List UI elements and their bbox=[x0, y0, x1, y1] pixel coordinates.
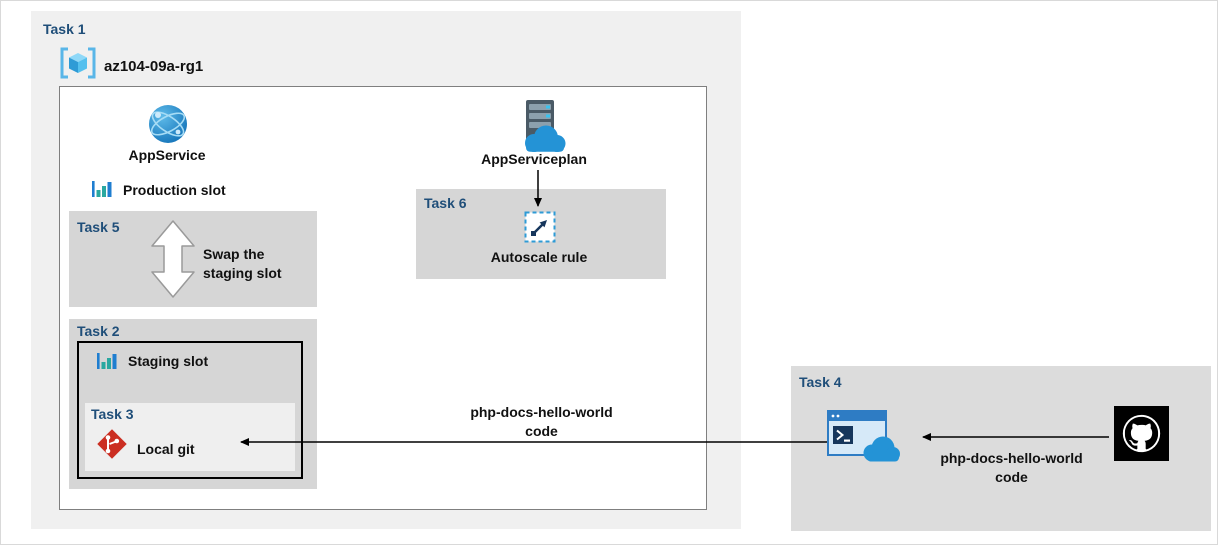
task5-label: Task 5 bbox=[77, 219, 120, 235]
code-flow-left-line2: code bbox=[525, 423, 558, 439]
staging-slot-icon bbox=[94, 349, 118, 373]
staging-slot-label: Staging slot bbox=[128, 353, 209, 369]
cloud-shell-icon bbox=[827, 407, 901, 465]
resource-group-icon bbox=[59, 47, 97, 79]
app-service-plan-icon bbox=[512, 99, 568, 155]
autoscale-rule-label: Autoscale rule bbox=[490, 249, 588, 265]
app-service-label: AppService bbox=[128, 147, 206, 163]
task3-label: Task 3 bbox=[91, 406, 134, 422]
local-git-icon bbox=[97, 429, 127, 459]
task5-text-line2: staging slot bbox=[203, 265, 282, 281]
code-flow-left-line1: php-docs-hello-world bbox=[470, 404, 613, 420]
app-service-plan-label: AppServiceplan bbox=[481, 151, 587, 167]
task3-box bbox=[85, 403, 295, 471]
staging-slot-box bbox=[77, 341, 303, 479]
production-slot-icon bbox=[89, 177, 113, 201]
task5-text: Swap the staging slot bbox=[203, 245, 282, 283]
code-flow-left-label: php-docs-hello-world code bbox=[459, 403, 624, 441]
task2-label: Task 2 bbox=[77, 323, 120, 339]
production-slot-label: Production slot bbox=[123, 182, 226, 198]
app-service-icon bbox=[147, 103, 189, 145]
github-icon bbox=[1114, 406, 1169, 461]
task5-box bbox=[69, 211, 317, 307]
swap-arrow-icon bbox=[149, 219, 197, 299]
task4-label: Task 4 bbox=[799, 374, 842, 390]
code-flow-right-line1: php-docs-hello-world bbox=[940, 450, 1083, 466]
code-flow-right-label: php-docs-hello-world code bbox=[929, 449, 1094, 487]
task5-text-line1: Swap the bbox=[203, 246, 265, 262]
resource-group-label: az104-09a-rg1 bbox=[104, 58, 204, 75]
task6-label: Task 6 bbox=[424, 195, 467, 211]
autoscale-rule-icon bbox=[524, 211, 556, 243]
code-flow-right-line2: code bbox=[995, 469, 1028, 485]
local-git-label: Local git bbox=[137, 441, 195, 457]
task1-label: Task 1 bbox=[43, 21, 86, 37]
